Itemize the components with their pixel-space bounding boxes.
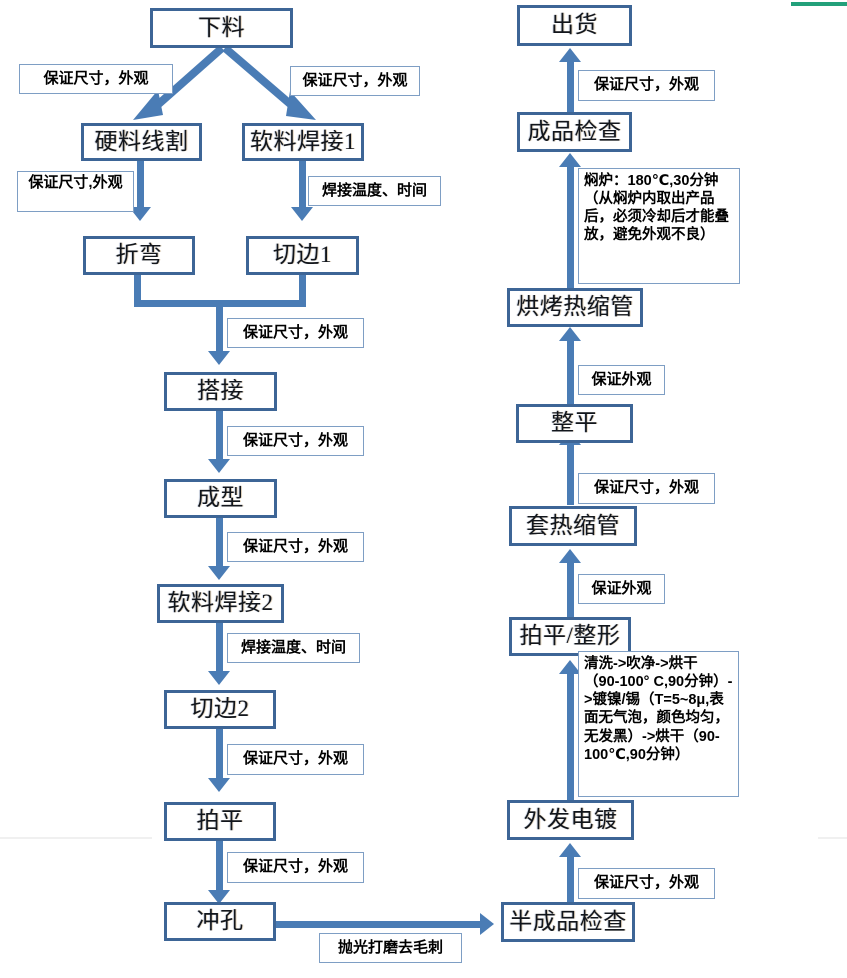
node-hongkao-resuoguan[interactable]: 烘烤热缩管 <box>507 288 643 327</box>
connector-qiebian1-down <box>299 275 306 307</box>
node-chengpin-jiancha[interactable]: 成品检查 <box>517 112 632 152</box>
arrowhead-bancheng-to-diandu <box>559 843 581 857</box>
arrowhead-chengpin-to-chuhuo <box>559 48 581 62</box>
label-bancheng-to-diandu: 保证尺寸，外观 <box>578 868 715 899</box>
connector-zhewan-down <box>134 275 141 307</box>
arrowhead-chongkong-to-bancheng <box>480 913 494 935</box>
node-zhengping[interactable]: 整平 <box>516 404 633 443</box>
label-hongkao-process-note: 焖炉：180℃,30分钟（从焖炉内取出产品后，必须冷却后才能叠放，避免外观不良） <box>578 168 740 284</box>
arrowhead-yingliao-to-zhewan <box>129 207 151 221</box>
connector-chongkong-to-bancheng <box>272 921 482 928</box>
node-chengxing[interactable]: 成型 <box>164 479 277 518</box>
label-hanjie2-to-qiebian2: 焊接温度、时间 <box>227 633 360 663</box>
connector-dajie-to-chengxing <box>216 411 223 463</box>
label-zhengping-to-hongkao: 保证外观 <box>578 365 665 395</box>
arrowhead-diandu-to-paipingzx <box>559 660 581 674</box>
label-tao-to-zhengping: 保证尺寸，外观 <box>578 473 715 504</box>
arrowhead-hongkao-to-chengpin <box>559 153 581 167</box>
node-bancheng-jiancha[interactable]: 半成品检查 <box>501 902 635 942</box>
page-rule-left <box>0 837 152 839</box>
arrowhead-dajie-to-chengxing <box>208 459 230 473</box>
top-accent-bar <box>791 2 847 6</box>
label-chengpin-to-chuhuo: 保证尺寸，外观 <box>578 70 715 101</box>
node-yingliao-xiange[interactable]: 硬料线割 <box>81 123 202 161</box>
label-chengxing-to-hanjie2: 保证尺寸，外观 <box>227 532 364 562</box>
connector-merge-to-dajie <box>216 300 223 355</box>
label-paiping-to-chongkong: 保证尺寸，外观 <box>227 852 364 883</box>
node-qiebian2[interactable]: 切边2 <box>164 690 276 729</box>
arrowhead-chengxing-to-hanjie2 <box>208 566 230 580</box>
connector-diandu-to-paipingzx <box>567 672 574 804</box>
arrowhead-qiebian2-to-paiping <box>208 778 230 792</box>
connector-chengxing-to-hanjie2 <box>216 518 223 570</box>
label-xialiao-right: 保证尺寸，外观 <box>290 66 420 96</box>
arrow-xialiao-to-ruanliao1 <box>222 46 316 120</box>
label-merge-to-dajie: 保证尺寸，外观 <box>227 318 364 348</box>
connector-paipingzx-to-tao <box>567 561 574 618</box>
connector-hongkao-to-chengpin <box>567 165 574 289</box>
label-dajie-to-chengxing: 保证尺寸，外观 <box>227 426 364 456</box>
node-zhewan[interactable]: 折弯 <box>83 236 195 275</box>
arrowhead-merge-to-dajie <box>208 351 230 365</box>
node-qiebian1[interactable]: 切边1 <box>246 236 359 275</box>
arrowhead-paiping-to-chongkong <box>208 890 230 904</box>
node-tao-resuoguan[interactable]: 套热缩管 <box>509 506 637 546</box>
arrowhead-ruanliao1-to-qiebian1 <box>291 207 313 221</box>
connector-zhengping-to-hongkao <box>567 339 574 404</box>
arrowhead-hanjie2-to-qiebian2 <box>208 671 230 685</box>
node-ruanliao-hanjie2[interactable]: 软料焊接2 <box>157 584 284 623</box>
node-waifa-diandu[interactable]: 外发电镀 <box>507 800 634 840</box>
arrowhead-zhengping-to-hongkao <box>559 327 581 341</box>
node-chuhuo[interactable]: 出货 <box>517 5 632 46</box>
label-chongkong-to-bancheng: 抛光打磨去毛刺 <box>319 933 462 963</box>
connector-ruanliao1-to-qiebian1 <box>299 161 306 211</box>
node-dajie[interactable]: 搭接 <box>164 372 277 411</box>
node-paiping[interactable]: 拍平 <box>164 802 276 841</box>
label-qiebian2-to-paiping: 保证尺寸，外观 <box>227 744 364 775</box>
node-xialiao[interactable]: 下料 <box>150 8 293 48</box>
node-chongkong[interactable]: 冲孔 <box>164 902 276 941</box>
node-paiping-zhengxing[interactable]: 拍平/整形 <box>509 617 631 656</box>
label-xialiao-left: 保证尺寸，外观 <box>19 64 173 94</box>
label-diandu-process-note: 清洗->吹净->烘干（90-100° C,90分钟）->镀镍/锡（T=5~8μ,… <box>578 651 739 797</box>
page-rule-right <box>818 837 847 839</box>
connector-chengpin-to-chuhuo <box>567 60 574 112</box>
connector-hanjie2-to-qiebian2 <box>216 623 223 675</box>
connector-bancheng-to-diandu <box>567 855 574 902</box>
connector-yingliao-to-zhewan <box>137 161 144 211</box>
node-ruanliao-hanjie1[interactable]: 软料焊接1 <box>242 123 364 161</box>
label-hanjie1-to-qiebian1: 焊接温度、时间 <box>308 176 441 206</box>
connector-qiebian2-to-paiping <box>216 729 223 782</box>
connector-paiping-to-chongkong <box>216 841 223 894</box>
arrowhead-paipingzx-to-tao <box>559 549 581 563</box>
label-paipingzx-to-tao: 保证外观 <box>578 574 665 604</box>
arrow-xialiao-to-yingliao <box>133 46 225 120</box>
connector-tao-to-zhengping <box>567 443 574 505</box>
label-yingliao-to-zhewan: 保证尺寸,外观 <box>17 171 134 212</box>
